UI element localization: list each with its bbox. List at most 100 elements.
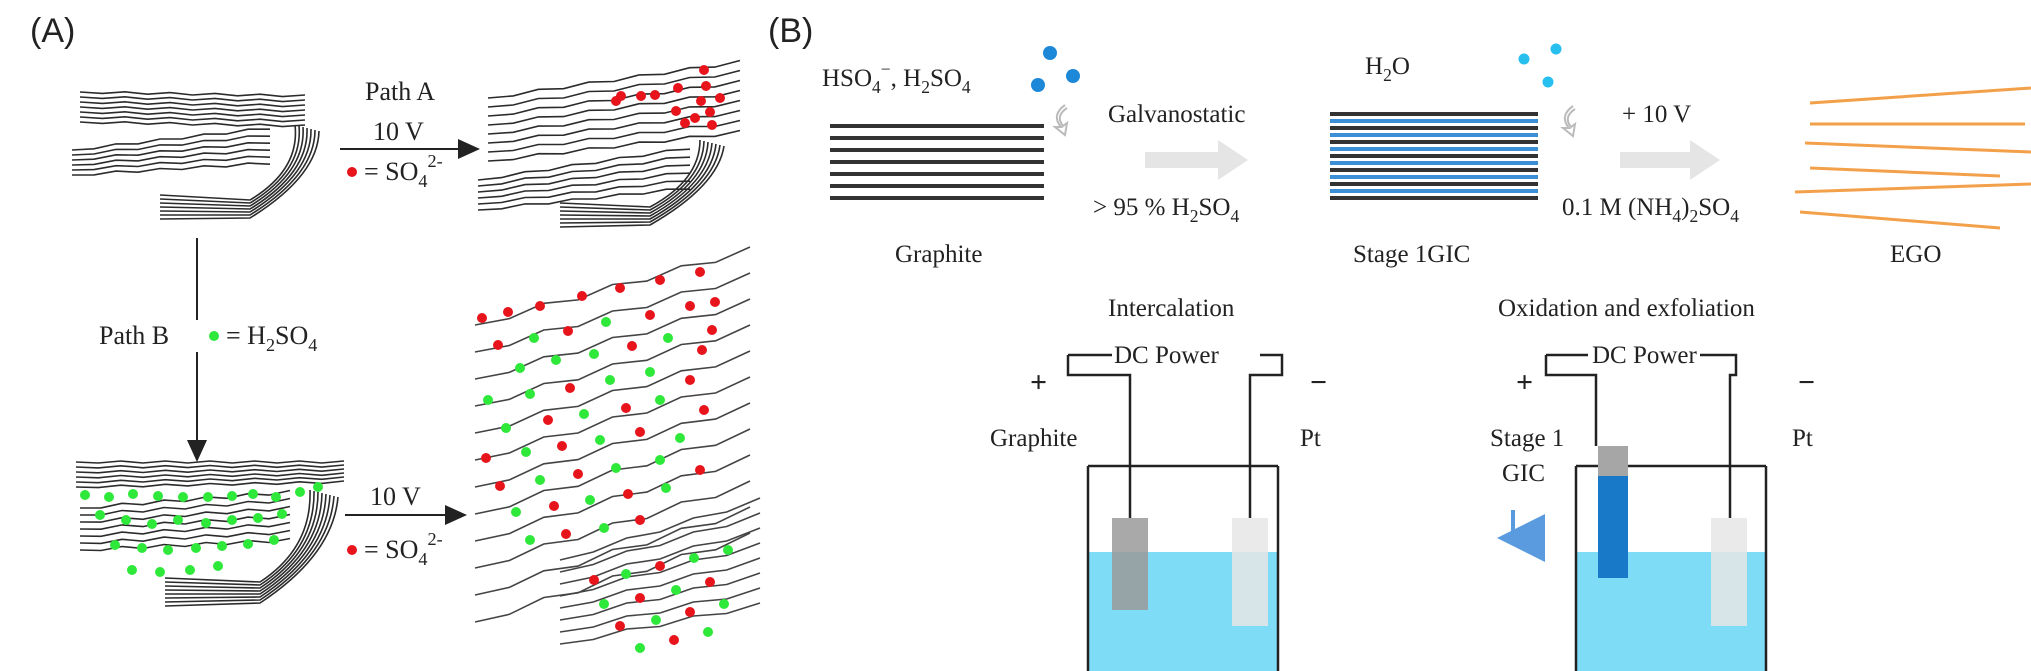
sulfate-legend-dot bbox=[347, 167, 357, 177]
step2-label: + 10 V bbox=[1622, 101, 1691, 128]
flake-sheet bbox=[477, 188, 690, 211]
acid-molecule bbox=[271, 492, 281, 502]
sulfate-ion bbox=[481, 453, 491, 463]
sulfate-ion bbox=[650, 90, 660, 100]
flake-sheet bbox=[160, 129, 316, 216]
bottom-voltage: 10 V bbox=[370, 482, 421, 511]
acid-molecule bbox=[191, 543, 201, 553]
graphite-flakes-path-b bbox=[75, 460, 345, 607]
cell2-gic-holder bbox=[1598, 446, 1628, 476]
cell2-minus: − bbox=[1798, 366, 1815, 399]
sulfate-ion bbox=[699, 405, 709, 415]
flake-sheet bbox=[559, 141, 709, 214]
sulfate-ion bbox=[549, 501, 559, 511]
acid-molecule bbox=[203, 492, 213, 502]
flake-sheet bbox=[477, 156, 691, 187]
acid-molecule bbox=[599, 599, 609, 609]
acid-molecule bbox=[511, 507, 521, 517]
flake-sheet bbox=[559, 587, 761, 633]
flake-sheet bbox=[560, 143, 717, 220]
flake-sheet bbox=[474, 376, 751, 461]
step1-label: Galvanostatic bbox=[1108, 101, 1245, 128]
acid-molecule bbox=[213, 561, 223, 571]
sulfate-ion bbox=[477, 313, 487, 323]
cell2-gic-electrode bbox=[1598, 476, 1628, 578]
sulfate-ion bbox=[645, 310, 655, 320]
acid-molecule bbox=[661, 483, 671, 493]
acid-molecule bbox=[185, 565, 195, 575]
panel-a: (A) Path A 10 V = SO42- Path B = H2SO4 bbox=[30, 12, 761, 653]
cell2-pt-electrode bbox=[1711, 518, 1747, 626]
flake-sheet bbox=[71, 148, 271, 166]
flake-sheet bbox=[164, 495, 335, 603]
flake-sheet bbox=[165, 493, 327, 595]
acid-molecule bbox=[128, 489, 138, 499]
acid-molecule bbox=[269, 535, 279, 545]
graphene-layer bbox=[1330, 182, 1538, 186]
graphene-layer bbox=[830, 172, 1044, 176]
flake-sheet bbox=[75, 480, 345, 489]
flake-sheet bbox=[477, 180, 691, 205]
reagents-label: HSO4−, H2SO4 bbox=[822, 59, 971, 97]
sulfate-ion bbox=[715, 93, 725, 103]
cell2-power: DC Power bbox=[1592, 342, 1698, 369]
flake-sheet bbox=[474, 532, 751, 623]
flake-sheet bbox=[487, 69, 741, 108]
flake-sheet bbox=[559, 542, 761, 597]
ion-dots bbox=[1031, 46, 1080, 92]
intercalant-layer bbox=[1330, 133, 1538, 137]
acid-legend-dot bbox=[209, 331, 219, 341]
sulfate-ion bbox=[623, 489, 633, 499]
acid-molecule bbox=[585, 495, 595, 505]
sulfate-ion bbox=[685, 375, 695, 385]
flake-sheet bbox=[75, 460, 345, 464]
acid-molecule bbox=[277, 509, 287, 519]
acid-molecule bbox=[675, 433, 685, 443]
acid-molecule bbox=[689, 553, 699, 563]
flake-sheet bbox=[559, 602, 761, 645]
flake-sheet bbox=[487, 59, 741, 99]
sulfate-ion bbox=[671, 106, 681, 116]
acid-molecule bbox=[217, 541, 227, 551]
cell2-title: Oxidation and exfoliation bbox=[1498, 295, 1755, 322]
sulfate-ion bbox=[616, 91, 626, 101]
sulfate-ion bbox=[573, 469, 583, 479]
acid-molecule bbox=[155, 567, 165, 577]
acid-molecule bbox=[483, 395, 493, 405]
graphene-layer bbox=[1330, 126, 1538, 130]
flake-sheet bbox=[159, 127, 308, 210]
exfoliated-flakes bbox=[474, 246, 761, 645]
graphene-layer bbox=[830, 160, 1044, 164]
acid-molecule bbox=[121, 515, 131, 525]
acid-molecule bbox=[201, 518, 211, 528]
acid-molecule bbox=[178, 492, 188, 502]
sulfate-ion bbox=[589, 575, 599, 585]
cell1-graphite-electrode bbox=[1112, 518, 1148, 610]
acid-molecule bbox=[501, 423, 511, 433]
flake-sheet bbox=[164, 490, 315, 586]
path-b: Path B = H2SO4 bbox=[96, 238, 317, 462]
sulfate-ion bbox=[697, 345, 707, 355]
sulfate-ion bbox=[615, 621, 625, 631]
acid-molecule bbox=[127, 565, 137, 575]
flake-sheet bbox=[159, 126, 304, 207]
flake-sheet bbox=[477, 148, 691, 181]
flake-sheet bbox=[75, 476, 345, 484]
graphene-layer bbox=[1330, 168, 1538, 172]
acid-molecule bbox=[551, 355, 561, 365]
sulfate-ion bbox=[621, 403, 631, 413]
acid-molecule bbox=[137, 543, 147, 553]
flake-sheet bbox=[164, 492, 323, 592]
acid-molecule bbox=[227, 491, 237, 501]
flake-sheet bbox=[75, 472, 345, 479]
sulfate-legend-dot-2 bbox=[347, 545, 357, 555]
sulfate-ion bbox=[695, 465, 705, 475]
flake-sheet bbox=[75, 468, 345, 474]
flake-sheet bbox=[474, 272, 751, 353]
sulfate-ion bbox=[705, 577, 715, 587]
curl-arrow-2 bbox=[1560, 105, 1577, 138]
sulfate-ion bbox=[565, 383, 575, 393]
flake-sheet bbox=[164, 491, 319, 589]
sulfate-ion bbox=[655, 275, 665, 285]
path-a-title: Path A bbox=[365, 77, 435, 106]
